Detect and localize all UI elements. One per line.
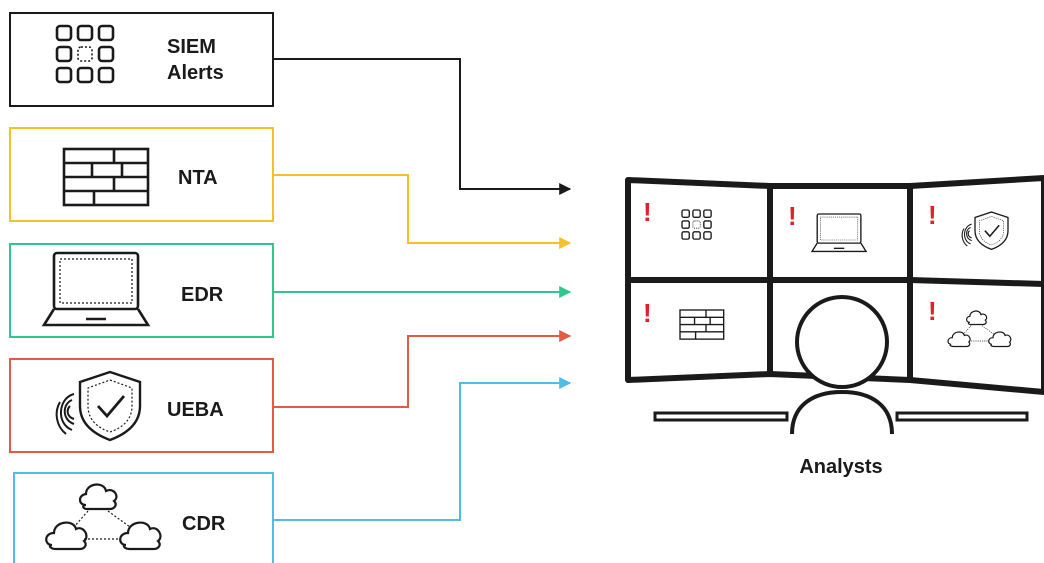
cdr-label: CDR xyxy=(182,513,226,535)
connector-ueba xyxy=(273,330,572,408)
analysts-label: Analysts xyxy=(799,456,882,478)
alert-mark: ! xyxy=(928,296,937,326)
analyst-head xyxy=(795,295,889,389)
analyst-shoulders xyxy=(790,389,894,435)
edr-label: EDR xyxy=(181,284,224,306)
siem-label-line1: SIEM xyxy=(167,36,216,58)
alert-mark: ! xyxy=(928,200,937,230)
screen-siem: ! xyxy=(643,197,712,240)
source-nta: NTA xyxy=(9,127,274,222)
screen-nta: ! xyxy=(643,298,725,340)
source-edr: EDR xyxy=(9,243,274,338)
connector-nta xyxy=(273,174,572,249)
connector-siem xyxy=(273,58,572,195)
alert-mark: ! xyxy=(643,298,652,328)
monitor-wall xyxy=(625,175,1044,395)
ueba-label: UEBA xyxy=(167,399,224,421)
siem-label-line2: Alerts xyxy=(167,62,224,84)
nta-label: NTA xyxy=(178,167,218,189)
screen-edr: ! xyxy=(788,201,867,253)
source-siem: SIEM Alerts xyxy=(9,12,274,107)
alert-mark: ! xyxy=(643,197,652,227)
source-cdr: CDR xyxy=(13,472,274,563)
screen-cdr: ! xyxy=(928,296,1012,348)
analyst-workstation: ! ! ! ! ! Analysts xyxy=(625,175,1044,478)
connector-cdr xyxy=(273,377,572,521)
alert-mark: ! xyxy=(788,201,797,231)
desk xyxy=(653,411,1029,422)
screen-ueba: ! xyxy=(928,200,1009,251)
source-ueba: UEBA xyxy=(9,358,274,453)
